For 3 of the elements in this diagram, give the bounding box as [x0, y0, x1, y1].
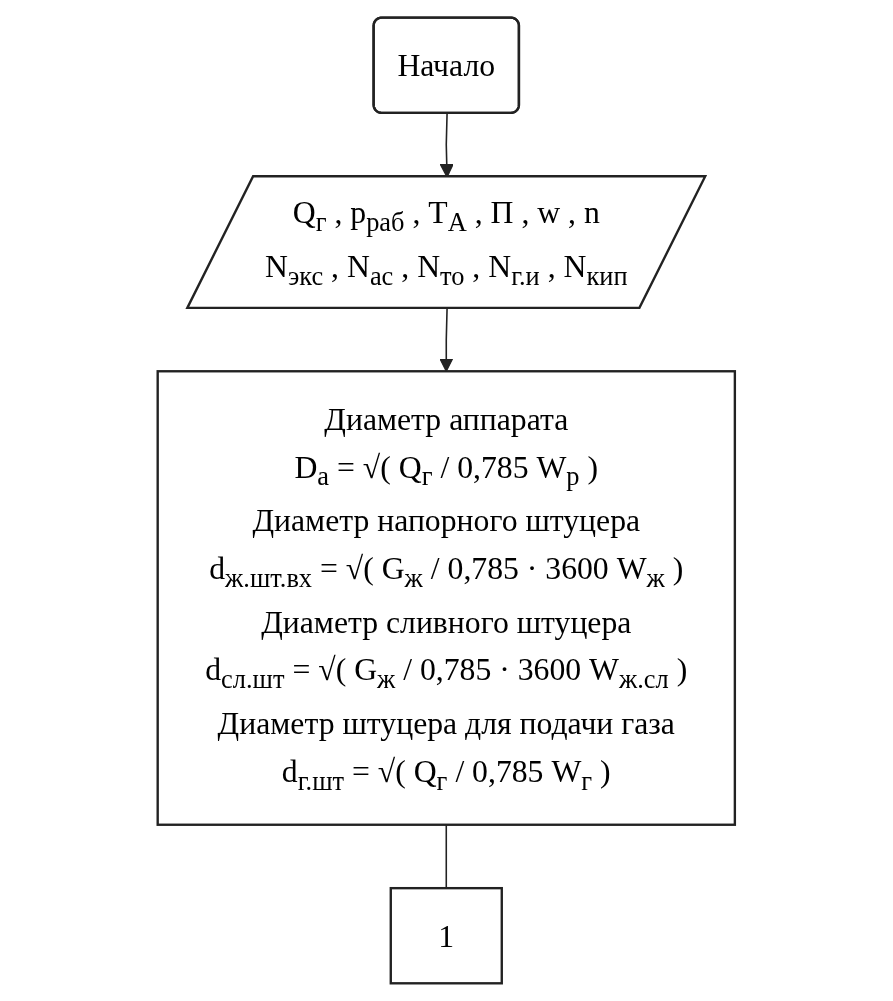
node-box: Диаметр аппарата D$_{а}$ = √( Q$_{г}$ / 0,785 W$_{р}$ ) Диаметр напорного штуцера d$_{ж.шт.вх}$ = √( G$_{ж}$ / 0,785 · 3600 W$_{ж}$ ) Диаметр сливного штуцера d$_{сл.шт}$ = √( G$_{ж}$ / 0,785 · 3600 W$_{ж.сл}$ ) Диаметр штуцера для подачи газа d$_{г.шт}$ = √( Q$_{г}$ / 0,785 W$_{г}$ ): [156, 370, 737, 826]
arrow: [439, 307, 454, 372]
node-box: 1: [389, 886, 504, 985]
